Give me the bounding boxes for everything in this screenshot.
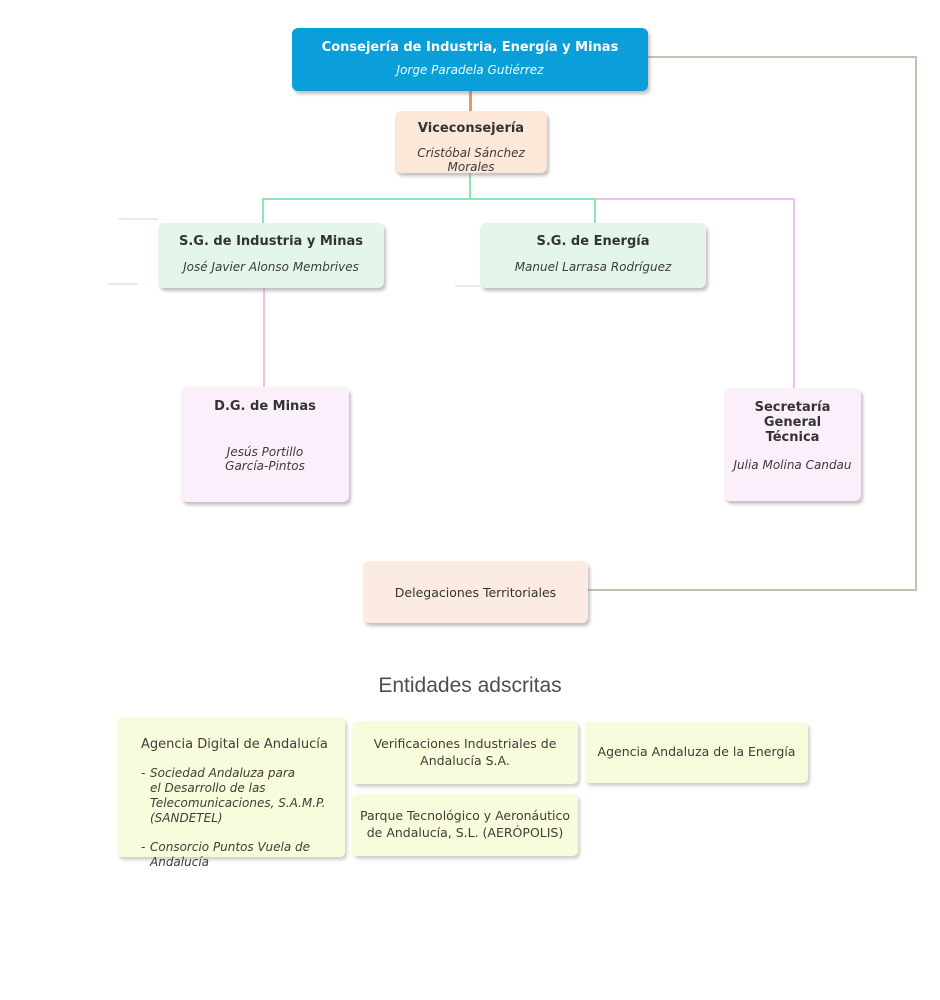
- entity-card-agencia-digital: Agencia Digital de Andalucía - Sociedad …: [117, 717, 345, 869]
- entity-subitem: - Sociedad Andaluza para el Desarrollo d…: [141, 766, 333, 826]
- connector-drop-secretaria: [793, 198, 795, 388]
- connector-consejeria-right-top: [648, 56, 917, 58]
- node-person: Jorge Paradela Gutiérrez: [396, 62, 544, 77]
- org-node-secretaria-general-tecnica: Secretaría General Técnica Julia Molina …: [724, 388, 861, 501]
- node-title: S.G. de Industria y Minas: [178, 234, 363, 249]
- entity-subitem: - Consorcio Puntos Vuela de Andalucía: [141, 840, 333, 870]
- node-person: Cristóbal Sánchez Morales: [417, 145, 525, 175]
- entity-title: Agencia Digital de Andalucía: [141, 737, 328, 752]
- connector-stub-sg-energia: [455, 285, 480, 287]
- org-node-dg-minas: D.G. de Minas Jesús Portillo García-Pint…: [181, 387, 349, 502]
- node-person: Manuel Larrasa Rodríguez: [514, 259, 672, 274]
- org-node-viceconsejeria: Viceconsejería Cristóbal Sánchez Morales: [395, 111, 547, 175]
- node-title: Consejería de Industria, Energía y Minas: [321, 40, 619, 55]
- connector-viceconsejeria-trunk: [469, 173, 471, 200]
- connector-drop-sg-industria: [262, 198, 264, 223]
- entity-title: Parque Tecnológico y Aeronáutico de Anda…: [359, 808, 571, 840]
- org-node-sg-energia: S.G. de Energía Manuel Larrasa Rodríguez: [480, 223, 706, 288]
- node-title: Secretaría General Técnica: [754, 400, 831, 445]
- node-person: Jesús Portillo García-Pintos: [225, 444, 305, 474]
- org-node-delegaciones-territoriales: Delegaciones Territoriales: [363, 561, 588, 623]
- node-person: Julia Molina Candau: [733, 457, 852, 472]
- connector-delegaciones-horizontal: [588, 589, 917, 591]
- bullet-dash: -: [141, 840, 146, 854]
- org-node-consejeria: Consejería de Industria, Energía y Minas…: [292, 28, 648, 91]
- connector-sgindustria-dgminas: [263, 288, 265, 387]
- node-title: Delegaciones Territoriales: [394, 584, 557, 600]
- node-person: José Javier Alonso Membrives: [183, 259, 359, 274]
- entity-card-parque-tecnologico: Parque Tecnológico y Aeronáutico de Anda…: [352, 794, 578, 856]
- entity-subitem-text: Sociedad Andaluza para el Desarrollo de …: [150, 766, 326, 825]
- node-title: S.G. de Energía: [536, 234, 650, 249]
- connector-stub-left-lower: [108, 283, 138, 285]
- section-heading-entidades: Entidades adscritas: [378, 674, 562, 697]
- entity-card-agencia-energia: Agencia Andaluza de la Energía: [585, 722, 808, 783]
- connector-pink-horizontal: [596, 198, 795, 200]
- entity-title: Agencia Andaluza de la Energía: [597, 744, 796, 760]
- org-node-sg-industria-minas: S.G. de Industria y Minas José Javier Al…: [158, 223, 384, 288]
- connector-green-horizontal: [262, 198, 596, 200]
- bullet-dash: -: [141, 766, 146, 780]
- entity-card-verificaciones: Verificaciones Industriales de Andalucía…: [352, 721, 578, 784]
- entity-subitem-text: Consorcio Puntos Vuela de Andalucía: [150, 840, 310, 869]
- node-title: Viceconsejería: [417, 121, 525, 136]
- connector-consejeria-right-vertical: [915, 56, 917, 591]
- entity-title: Verificaciones Industriales de Andalucía…: [373, 735, 557, 768]
- connector-stub-left-upper: [118, 218, 158, 220]
- node-title: D.G. de Minas: [214, 399, 316, 414]
- connector-consejeria-viceconsejeria: [469, 91, 472, 111]
- connector-drop-sg-energia: [594, 198, 596, 223]
